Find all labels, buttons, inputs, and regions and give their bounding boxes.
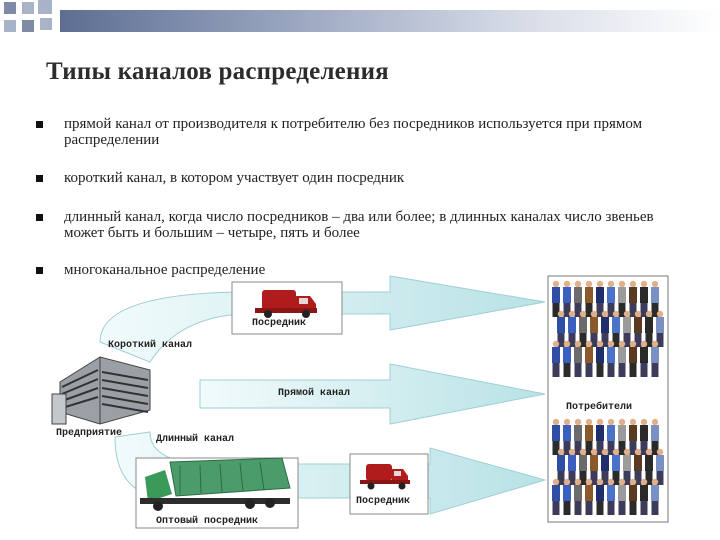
direct-channel-arrow [199,363,546,425]
intermediary-label: Посредник [252,318,307,329]
header-decoration [0,0,720,40]
decor-square [4,20,16,32]
enterprise-label: Предприятие [56,428,123,439]
bullet-marker [36,175,43,182]
bullet-marker [36,214,43,221]
bullet-text: прямой канал от производителя к потребит… [64,116,643,148]
green-truck-icon [140,457,291,511]
decor-square [38,0,52,14]
direct-channel-label: Прямой канал [278,388,351,399]
distribution-diagram [51,275,669,529]
building-icon [51,356,151,425]
bullet-marker [36,121,43,128]
bullet-text: длинный канал, когда число посредников –… [64,209,654,241]
short-channel-arrow [99,275,546,363]
decor-square [4,2,16,14]
consumers-label: Потребители [566,402,633,413]
long-channel-label: Длинный канал [156,434,235,445]
bullet-text: многоканальное распределение [64,262,266,278]
wholesale-label: Оптовый посредник [156,516,259,527]
red-van-icon [255,290,317,318]
short-channel-label: Короткий канал [108,340,193,351]
decor-square [40,18,52,30]
header-gradient-bar [60,10,720,32]
decor-square [22,20,34,32]
decor-square [22,2,34,14]
intermediary-bottom-label: Посредник [356,496,411,507]
page-title: Типы каналов распределения [46,58,389,85]
red-van-icon [360,464,410,490]
bullet-text: короткий канал, в котором участвует один… [64,170,405,186]
people-crowd-icon [552,280,664,515]
bullet-marker [36,267,43,274]
